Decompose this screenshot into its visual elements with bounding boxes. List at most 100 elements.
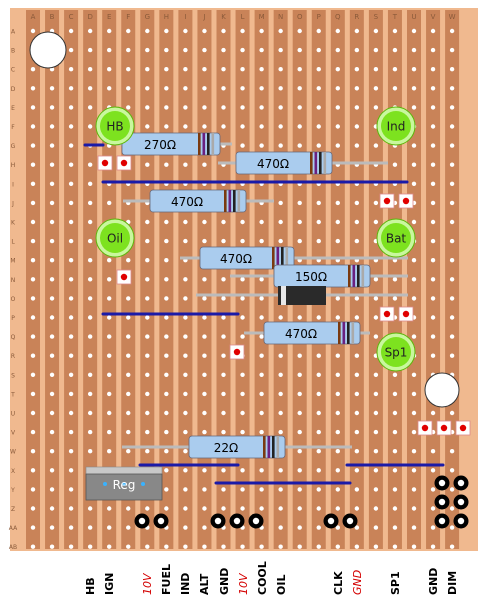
hole (259, 544, 264, 549)
hole (240, 506, 245, 511)
led-ind: Ind (376, 106, 416, 146)
hole (164, 506, 169, 511)
hole (316, 124, 321, 129)
resistor-value: 150Ω (295, 270, 327, 284)
hole (392, 28, 398, 34)
hole (278, 372, 283, 377)
hole (164, 315, 169, 320)
strip-break (455, 420, 471, 436)
strip-break-mark (459, 424, 467, 432)
hole (354, 487, 360, 492)
hole (373, 429, 379, 435)
hole (30, 506, 36, 511)
hole (335, 429, 340, 435)
hole (316, 219, 321, 225)
diode-body (278, 286, 326, 305)
hole (240, 334, 245, 339)
hole (335, 487, 340, 492)
hole (411, 410, 417, 416)
terminal-hole (457, 498, 465, 506)
hole (183, 315, 188, 320)
label-clk: CLK (331, 571, 345, 595)
hole (240, 277, 245, 282)
hole (49, 219, 55, 225)
hole (316, 86, 321, 91)
hole (49, 544, 55, 549)
hole (297, 525, 302, 530)
hole (87, 124, 93, 129)
hole (49, 506, 55, 511)
hole (297, 67, 302, 72)
led-lens (100, 111, 130, 141)
hole (126, 47, 131, 53)
hole (392, 162, 398, 167)
hole (335, 200, 340, 206)
strip-break-mark (120, 273, 128, 281)
row-letter: T (10, 391, 15, 398)
hole (164, 296, 169, 301)
hole (392, 544, 398, 549)
terminal-pin (434, 475, 450, 491)
label-sp1: SP1 (388, 571, 402, 595)
hole (411, 487, 417, 492)
hole (392, 47, 398, 53)
strip-break-mark (383, 197, 391, 205)
hole (126, 334, 131, 339)
hole (430, 86, 436, 91)
hole (202, 410, 207, 416)
hole (221, 315, 226, 320)
hole (449, 86, 455, 91)
hole (202, 315, 207, 320)
resistor-band (272, 247, 275, 269)
hole (259, 28, 264, 34)
hole (411, 258, 417, 263)
resistor-value: 470Ω (220, 252, 252, 266)
hole (430, 334, 436, 339)
hole (145, 162, 150, 167)
hole (202, 162, 207, 167)
hole (335, 525, 340, 530)
hole (430, 296, 436, 301)
hole (354, 105, 360, 110)
led-bat: Bat (376, 218, 416, 258)
hole (259, 487, 264, 492)
column-letter: W (449, 13, 456, 21)
hole (183, 47, 188, 53)
hole (87, 410, 93, 416)
resistor: 270Ω (115, 132, 232, 156)
row-letter: M (10, 258, 15, 265)
hole (145, 219, 150, 225)
hole (449, 238, 455, 244)
column-letter: U (411, 13, 416, 21)
strip-break (116, 269, 132, 285)
resistor-value: 270Ω (144, 138, 176, 152)
resistor-band (202, 133, 206, 155)
hole (87, 47, 93, 53)
hole (297, 219, 302, 225)
hole (316, 238, 321, 244)
column-letter: R (354, 13, 359, 21)
hole (373, 334, 379, 339)
hole (335, 219, 340, 225)
column-letter: G (145, 13, 150, 21)
hole (145, 372, 150, 377)
hole (240, 296, 245, 301)
hole (145, 67, 150, 72)
strip-break (436, 420, 452, 436)
hole (449, 105, 455, 110)
hole (30, 181, 36, 186)
resistor-body (235, 151, 333, 175)
hole (145, 506, 150, 511)
holes (30, 28, 455, 549)
row-letter: S (11, 372, 15, 379)
hole (126, 105, 131, 110)
led-label: HB (106, 120, 123, 134)
regulator-label: Reg (113, 478, 136, 492)
label-oil: OIL (274, 574, 288, 595)
hole (164, 238, 169, 244)
hole (297, 28, 302, 34)
mounting-hole (29, 31, 67, 69)
